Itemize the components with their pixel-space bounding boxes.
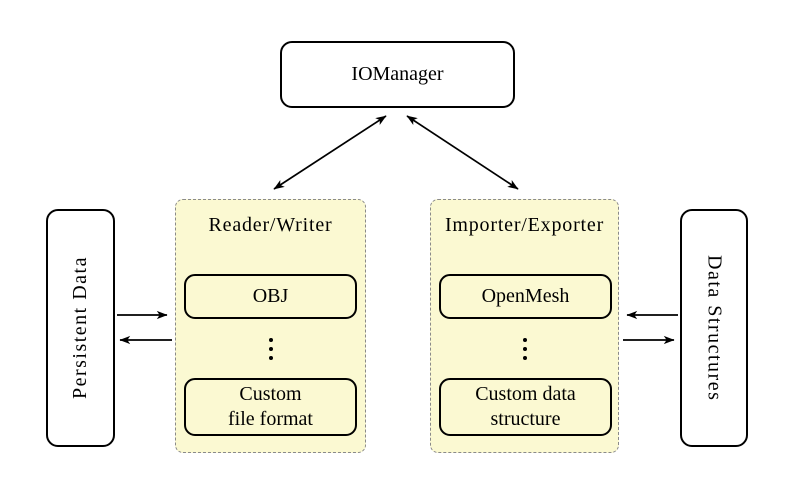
iomanager-box: IOManager bbox=[280, 41, 515, 108]
openmesh-label: OpenMesh bbox=[481, 284, 570, 307]
persistent-data-box: Persistent Data bbox=[46, 209, 115, 447]
custom-data-structure-line2: structure bbox=[490, 408, 561, 430]
vertical-ellipsis-icon bbox=[431, 338, 618, 360]
custom-data-structure-box: Custom data structure bbox=[439, 378, 612, 436]
vertical-ellipsis-icon bbox=[176, 338, 365, 360]
importer-exporter-title: Importer/Exporter bbox=[444, 214, 605, 236]
openmesh-box: OpenMesh bbox=[439, 274, 612, 319]
custom-file-format-line2: file format bbox=[228, 408, 313, 430]
reader-writer-panel: Reader/Writer OBJ Custom file format bbox=[175, 199, 366, 453]
reader-writer-title: Reader/Writer bbox=[208, 214, 333, 236]
custom-data-structure-line1: Custom data bbox=[475, 382, 576, 405]
data-structures-box: Data Structures bbox=[680, 209, 748, 447]
custom-file-format-box: Custom file format bbox=[184, 378, 357, 436]
obj-label: OBJ bbox=[252, 284, 289, 307]
custom-file-format-line1: Custom bbox=[239, 382, 302, 405]
arrow-iomanager-reader-writer bbox=[273, 115, 387, 190]
persistent-data-label: Persistent Data bbox=[69, 256, 91, 400]
obj-box: OBJ bbox=[184, 274, 357, 319]
arrow-iomanager-importer-exporter bbox=[406, 115, 519, 190]
iomanager-label: IOManager bbox=[351, 63, 444, 85]
importer-exporter-panel: Importer/Exporter OpenMesh Custom data s… bbox=[430, 199, 619, 453]
data-structures-label: Data Structures bbox=[703, 254, 726, 402]
